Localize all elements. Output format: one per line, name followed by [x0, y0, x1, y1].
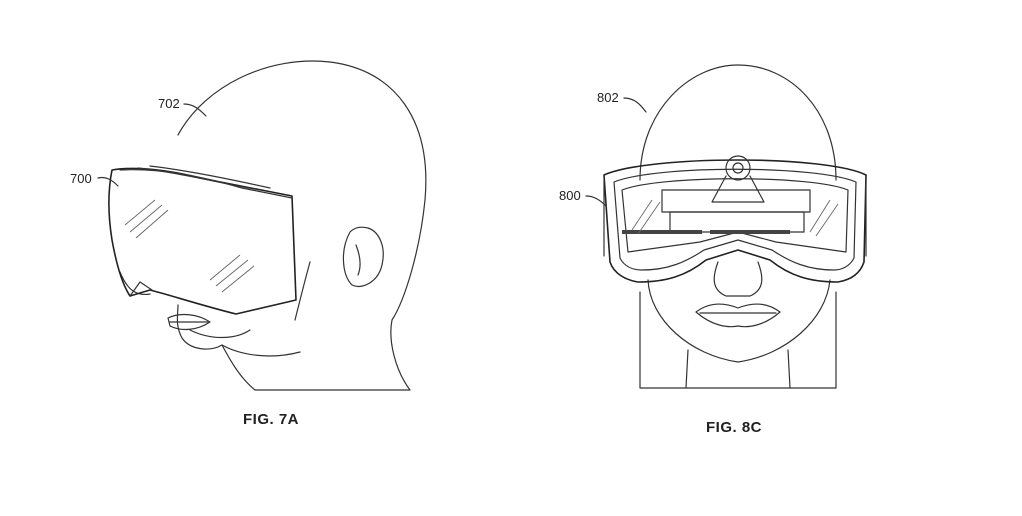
lips-front: [695, 303, 781, 328]
figure-8c: 800 802 FIG. 8C: [559, 64, 867, 436]
leader-800: [585, 195, 607, 207]
caption-fig-8c: FIG. 8C: [706, 419, 762, 436]
leader-802: [623, 97, 647, 113]
ear-side: [342, 226, 384, 287]
headset-800: [603, 155, 867, 283]
head-802-outline: [639, 64, 837, 181]
figure-7a: 700 702 FIG. 7A: [70, 60, 427, 428]
leader-700: [97, 176, 119, 187]
head-702-outline: [176, 60, 427, 391]
ref-700: 700: [70, 171, 92, 186]
caption-fig-7a: FIG. 7A: [243, 411, 299, 428]
headset-700: [108, 165, 297, 315]
ref-802: 802: [597, 90, 619, 105]
ref-702: 702: [158, 96, 180, 111]
ref-800: 800: [559, 188, 581, 203]
lips-side: [167, 313, 211, 331]
leader-702: [183, 103, 207, 117]
